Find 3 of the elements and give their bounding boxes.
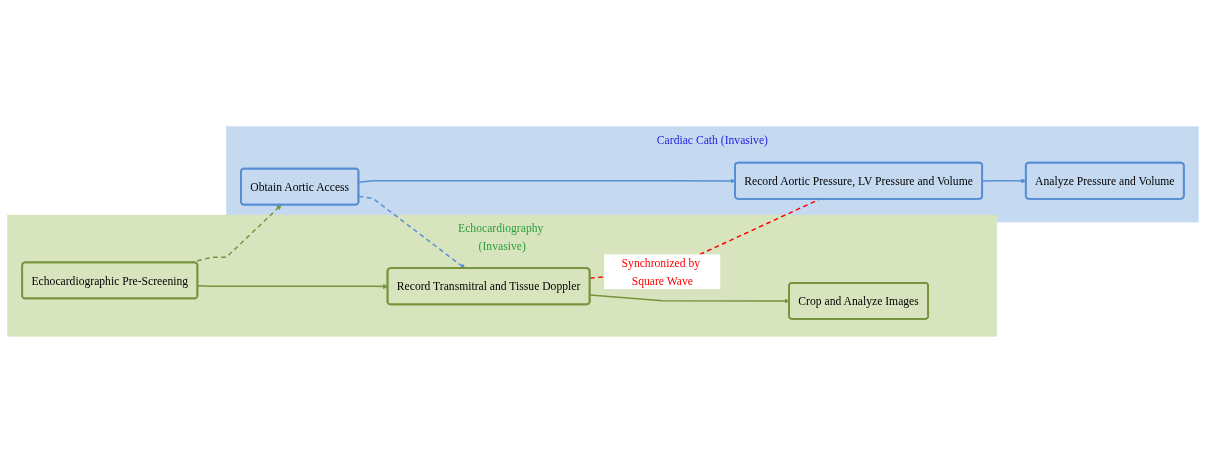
edge-label: Synchronized by Square Wave: [621, 256, 701, 287]
arrow: [358, 195, 466, 269]
arrow: [589, 294, 790, 304]
